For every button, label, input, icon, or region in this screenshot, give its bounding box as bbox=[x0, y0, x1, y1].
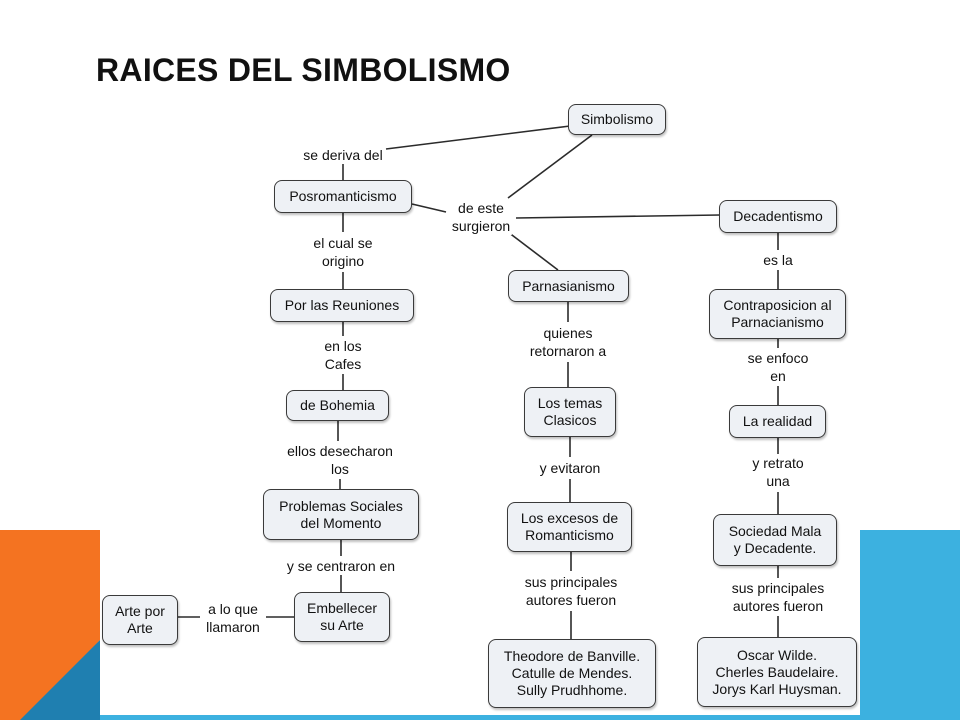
link-autores-decadentismo: sus principales autores fueron bbox=[729, 579, 827, 615]
link-quienes-retornaron: quienes retornaron a bbox=[527, 324, 609, 360]
link-de-este-surgieron: de este surgieron bbox=[449, 199, 513, 235]
connector-surgieron-parnasianismo bbox=[507, 231, 559, 271]
node-problemas-sociales[interactable]: Problemas Sociales del Momento bbox=[263, 489, 419, 540]
node-posromanticismo[interactable]: Posromanticismo bbox=[274, 180, 412, 213]
node-los-excesos[interactable]: Los excesos de Romanticismo bbox=[507, 502, 632, 552]
node-parnasianismo[interactable]: Parnasianismo bbox=[508, 270, 629, 302]
link-es-la: es la bbox=[761, 251, 795, 269]
connector-posromanticismo-surgieron bbox=[411, 203, 447, 213]
node-authors-decadentismo[interactable]: Oscar Wilde. Cherles Baudelaire. Jorys K… bbox=[697, 637, 857, 707]
node-embellecer[interactable]: Embellecer su Arte bbox=[294, 592, 390, 642]
node-decadentismo[interactable]: Decadentismo bbox=[719, 200, 837, 233]
connector-simbolismo-surgieron bbox=[507, 134, 593, 199]
blue-corner-shape bbox=[20, 640, 100, 720]
node-authors-parnasianismo[interactable]: Theodore de Banville. Catulle de Mendes.… bbox=[488, 639, 656, 708]
link-ellos-desecharon: ellos desecharon los bbox=[285, 442, 395, 478]
node-de-bohemia[interactable]: de Bohemia bbox=[286, 390, 389, 421]
link-autores-parnasianismo: sus principales autores fueron bbox=[522, 573, 620, 609]
node-la-realidad[interactable]: La realidad bbox=[729, 405, 826, 438]
blue-bottom-strip bbox=[100, 712, 860, 720]
link-el-cual-se-origino: el cual se origino bbox=[311, 234, 375, 270]
slide-title: RAICES DEL SIMBOLISMO bbox=[96, 52, 511, 88]
link-se-enfoco-en: se enfoco en bbox=[745, 349, 811, 385]
orange-corner-shape bbox=[0, 530, 100, 720]
node-sociedad-mala[interactable]: Sociedad Mala y Decadente. bbox=[713, 514, 837, 566]
node-simbolismo[interactable]: Simbolismo bbox=[568, 104, 666, 135]
node-por-las-reuniones[interactable]: Por las Reuniones bbox=[270, 289, 414, 322]
node-los-temas-clasicos[interactable]: Los temas Clasicos bbox=[524, 387, 616, 437]
node-arte-por-arte[interactable]: Arte por Arte bbox=[102, 595, 178, 645]
blue-right-panel bbox=[858, 530, 960, 720]
link-y-se-centraron: y se centraron en bbox=[284, 557, 398, 575]
link-se-deriva-del: se deriva del bbox=[301, 146, 385, 164]
link-en-los-cafes: en los Cafes bbox=[322, 337, 364, 373]
link-y-evitaron: y evitaron bbox=[537, 459, 603, 477]
link-y-retrato-una: y retrato una bbox=[750, 454, 806, 490]
node-contraposicion[interactable]: Contraposicion al Parnacianismo bbox=[709, 289, 846, 339]
link-a-lo-que-llamaron: a lo que llamaron bbox=[204, 600, 262, 636]
connector-simbolismo-derive bbox=[385, 125, 571, 150]
connector-surgieron-decadentismo bbox=[515, 214, 721, 219]
